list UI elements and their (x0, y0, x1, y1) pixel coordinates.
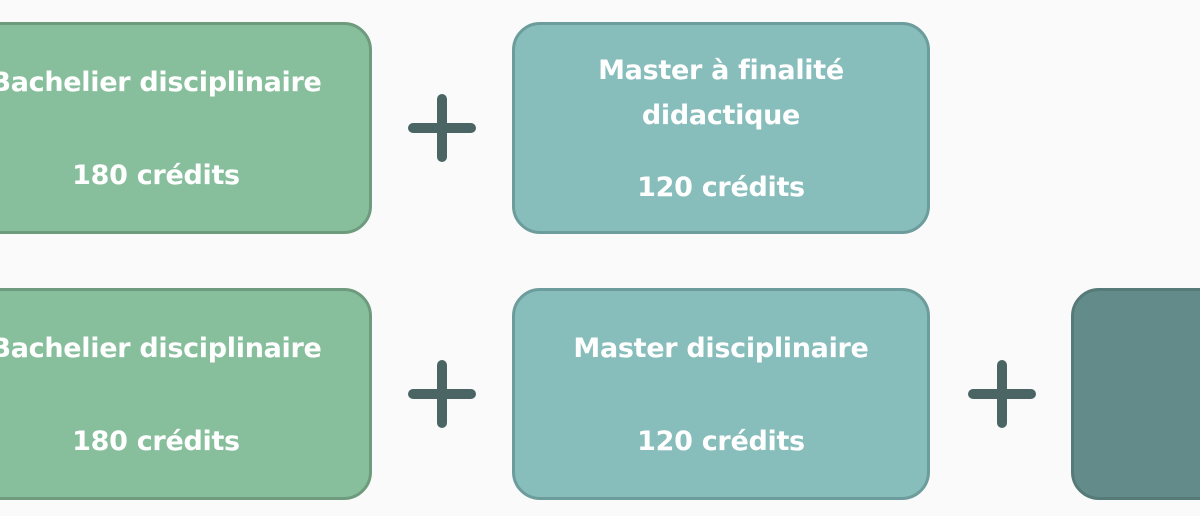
bachelor-credits: 180 crédits (72, 160, 240, 191)
additional-program-box (1071, 288, 1200, 500)
bachelor-box-row1: Bachelier disciplinaire 180 crédits (0, 22, 372, 234)
bachelor-title: Bachelier disciplinaire (0, 67, 322, 98)
master-credits: 120 crédits (637, 172, 805, 203)
master-title: Master disciplinaire (573, 333, 869, 364)
plus-icon (408, 360, 476, 428)
master-disciplinary-box: Master disciplinaire 120 crédits (512, 288, 930, 500)
plus-icon (968, 360, 1036, 428)
master-title-line2: didactique (641, 100, 801, 131)
bachelor-box-row2: Bachelier disciplinaire 180 crédits (0, 288, 372, 500)
plus-icon (408, 94, 476, 162)
master-title-line1: Master à finalité (598, 55, 844, 86)
bachelor-title: Bachelier disciplinaire (0, 333, 322, 364)
master-credits: 120 crédits (637, 426, 805, 457)
bachelor-credits: 180 crédits (72, 426, 240, 457)
master-didactic-box: Master à finalité didactique 120 crédits (512, 22, 930, 234)
